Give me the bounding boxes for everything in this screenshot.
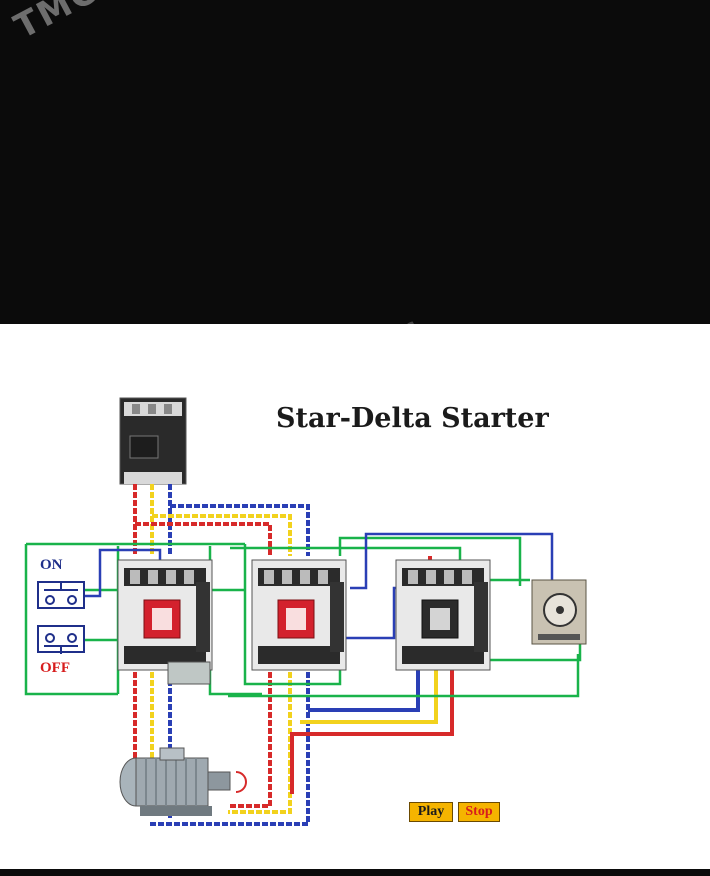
diagram-panel: Star-Delta Starter ON OFF Play Stop [0, 324, 710, 869]
contactor-star [395, 559, 491, 671]
watermark-text: TMCA [8, 0, 130, 48]
stop-button[interactable]: Stop [458, 802, 500, 822]
on-label: ON [40, 557, 63, 573]
contactor-main [117, 559, 213, 685]
wiring-diagram [24, 397, 587, 826]
play-button[interactable]: Play [409, 802, 453, 822]
circuit-breaker [119, 397, 187, 485]
timer-relay [531, 579, 587, 645]
diagram-title: Star-Delta Starter [276, 403, 549, 434]
off-label: OFF [40, 660, 70, 676]
motor [119, 747, 247, 816]
off-push-button [37, 625, 85, 654]
bottom-border [0, 869, 710, 876]
contactor-delta [251, 559, 347, 671]
on-push-button [37, 581, 85, 609]
